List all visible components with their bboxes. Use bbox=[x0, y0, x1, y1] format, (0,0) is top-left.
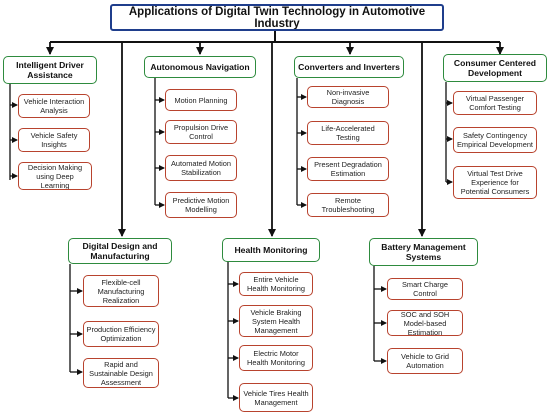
item-vehicle-braking-system-health: Vehicle Braking System Health Management bbox=[239, 305, 313, 337]
item-predictive-motion-modelling: Predictive Motion Modelling bbox=[165, 192, 237, 218]
category-health-monitoring: Health Monitoring bbox=[222, 238, 320, 262]
item-vehicle-interaction-analysis: Vehicle Interaction Analysis bbox=[18, 94, 90, 118]
item-vehicle-safety-insights: Vehicle Safety Insights bbox=[18, 128, 90, 152]
item-entire-vehicle-health-monitoring: Entire Vehicle Health Monitoring bbox=[239, 272, 313, 296]
item-flexible-cell-manufacturing: Flexible-cell Manufacturing Realization bbox=[83, 275, 159, 307]
item-remote-troubleshooting: Remote Troubleshooting bbox=[307, 193, 389, 217]
category-consumer-centered-development: Consumer Centered Development bbox=[443, 54, 547, 82]
item-decision-making-deep-learning: Decision Making using Deep Learning bbox=[18, 162, 92, 190]
item-rapid-sustainable-design-assessment: Rapid and Sustainable Design Assessment bbox=[83, 358, 159, 388]
item-vehicle-to-grid-automation: Vehicle to Grid Automation bbox=[387, 348, 463, 374]
item-automated-motion-stabilization: Automated Motion Stabilization bbox=[165, 155, 237, 181]
item-soc-soh-estimation: SOC and SOH Model-based Estimation bbox=[387, 310, 463, 336]
item-virtual-test-drive-experience: Virtual Test Drive Experience for Potent… bbox=[453, 166, 537, 199]
item-vehicle-tires-health-management: Vehicle Tires Health Management bbox=[239, 383, 313, 412]
category-digital-design-and-manufacturing: Digital Design and Manufacturing bbox=[68, 238, 172, 264]
item-non-invasive-diagnosis: Non-invasive Diagnosis bbox=[307, 86, 389, 108]
diagram-title: Applications of Digital Twin Technology … bbox=[110, 4, 444, 31]
category-battery-management-systems: Battery Management Systems bbox=[369, 238, 478, 266]
category-autonomous-navigation: Autonomous Navigation bbox=[144, 56, 256, 78]
item-motion-planning: Motion Planning bbox=[165, 89, 237, 111]
item-present-degradation-estimation: Present Degradation Estimation bbox=[307, 157, 389, 181]
item-life-accelerated-testing: Life-Accelerated Testing bbox=[307, 121, 389, 145]
item-smart-charge-control: Smart Charge Control bbox=[387, 278, 463, 300]
category-intelligent-driver-assistance: Intelligent Driver Assistance bbox=[3, 56, 97, 84]
category-converters-and-inverters: Converters and Inverters bbox=[294, 56, 404, 78]
item-production-efficiency-optimization: Production Efficiency Optimization bbox=[83, 321, 159, 347]
item-electric-motor-health-monitoring: Electric Motor Health Monitoring bbox=[239, 345, 313, 371]
item-propulsion-drive-control: Propulsion Drive Control bbox=[165, 120, 237, 144]
item-virtual-passenger-comfort-testing: Virtual Passenger Comfort Testing bbox=[453, 91, 537, 115]
item-safety-contingency-development: Safety Contingency Empirical Development bbox=[453, 127, 537, 153]
